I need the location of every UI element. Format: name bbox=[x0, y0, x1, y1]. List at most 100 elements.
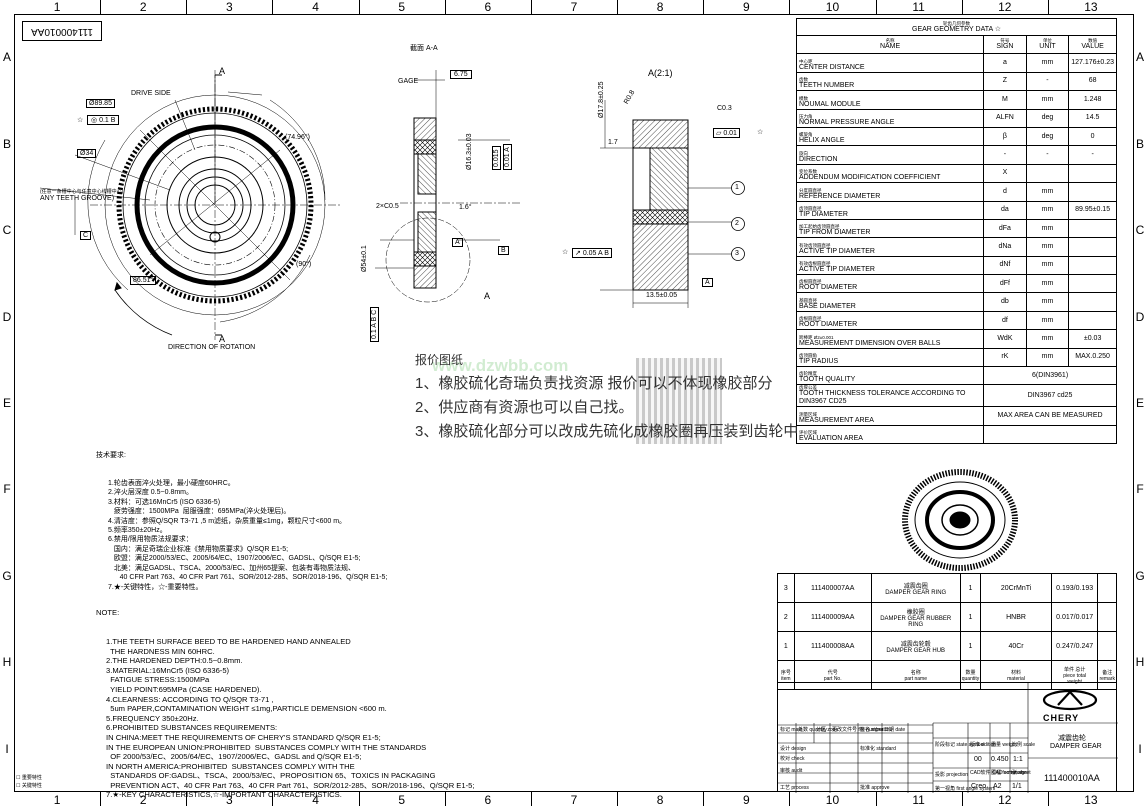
en-note-line: 1.THE TEETH SURFACE BEED TO BE HARDENED … bbox=[106, 636, 351, 646]
geo-head-sign-en: SIGN bbox=[996, 43, 1014, 51]
geo-cell-name-en: ACTIVE TIP DIAMETER bbox=[799, 247, 875, 255]
geo-wide-name-cn: 测量区域 bbox=[799, 411, 817, 417]
bom-head-name-en: part name bbox=[904, 675, 927, 682]
drawing-number: 111400010AA bbox=[1044, 773, 1100, 783]
tb-first-en: first angle system bbox=[956, 786, 996, 792]
grid-row-A-right: A bbox=[1135, 50, 1144, 65]
legend-key: ☐ 关键特性 bbox=[16, 783, 42, 789]
tb-first-cn: 第一视角 bbox=[935, 786, 956, 792]
bom-part-no: 111400009AA bbox=[793, 602, 872, 632]
grid-col-13-bottom: 13 bbox=[1084, 793, 1098, 807]
tb-cad-label: CAD软件 CAD software bbox=[970, 769, 1023, 776]
geo-cell-unit bbox=[1025, 163, 1070, 184]
cn-req-line: 2.淬火层深度 0.5~0.8mm。 bbox=[108, 489, 193, 497]
geo-cell-name-cn: 模数 bbox=[799, 95, 808, 101]
en-notes-title: NOTE: bbox=[96, 608, 120, 618]
quote-line-3: 3、橡胶硫化部分可以改成先硫化成橡胶圈再压装到齿轮中 bbox=[415, 423, 799, 440]
tb-sign-en: signature bbox=[871, 727, 892, 733]
grid-tick bbox=[444, 792, 446, 806]
section-detail-mark: A bbox=[484, 291, 491, 301]
grid-tick bbox=[875, 0, 877, 14]
grid-tick bbox=[272, 0, 274, 14]
quote-line-1: 1、橡胶硫化奇瑞负责找资源 报价可以不体现橡胶部分 bbox=[415, 375, 773, 392]
geo-cell-sign: db bbox=[983, 292, 1027, 312]
grid-col-11-bottom: 11 bbox=[912, 793, 925, 807]
tb-proj: 投影 projection bbox=[935, 771, 968, 778]
tb-zone-en: zone bbox=[827, 727, 839, 733]
bom-head-rem-en: remark bbox=[1099, 675, 1115, 682]
balloon-2: 2 bbox=[735, 220, 739, 227]
cn-req-line: 5.频率350±20Hz。 bbox=[108, 527, 167, 535]
cn-req-lines: 1.轮齿表面淬火处理，最小硬度60HRC。2.淬火层深度 0.5~0.8mm。3… bbox=[96, 479, 387, 592]
geo-cell-unit: deg bbox=[1025, 126, 1070, 147]
tb-cad: Creo bbox=[971, 783, 987, 790]
geo-cell-value bbox=[1068, 274, 1117, 294]
grid-tick bbox=[875, 792, 877, 806]
geo-wide-name-en: EVALUATION AREA bbox=[799, 435, 863, 443]
tb-process-en: process bbox=[791, 785, 809, 791]
part-name-en: DAMPER GEAR bbox=[1050, 743, 1102, 750]
en-note-line: 2.THE HARDENED DEPTH:0.5~0.8mm. bbox=[106, 656, 243, 666]
geo-cell-name-cn: 齿顶圆直径 bbox=[799, 205, 822, 211]
tb-audit-cn: 审核 bbox=[780, 768, 791, 774]
drive-side-label: DRIVE SIDE bbox=[131, 90, 171, 97]
grid-row-I-left: I bbox=[5, 741, 9, 756]
tb-check-en: check bbox=[791, 756, 805, 762]
geo-cell-sign: - bbox=[983, 145, 1027, 165]
dim-17: 1.7 bbox=[608, 139, 618, 146]
grid-tick bbox=[789, 0, 791, 14]
isometric-gear-image bbox=[902, 469, 1018, 571]
bom-head-wt-cn: 单件 总计 bbox=[1063, 666, 1086, 673]
geo-cell-value bbox=[1068, 292, 1117, 312]
tb-design-en: design bbox=[791, 746, 807, 752]
bom-name-cn: 减震齿轮毂 bbox=[900, 641, 931, 648]
cn-req-line: 3.材料：可选16MnCr5 (ISO 6336-5) bbox=[108, 498, 221, 506]
tb-design: 设计 design bbox=[780, 745, 806, 752]
width-dim: 13.5±0.05 bbox=[646, 292, 678, 299]
angle-90: (90°) bbox=[296, 261, 312, 268]
geo-cell-sign: d bbox=[983, 182, 1027, 202]
dia-17-8: Ø17.8±0.25 bbox=[598, 81, 605, 118]
geo-cell-sign: dFf bbox=[983, 274, 1027, 294]
tb-mark: 标记 mark bbox=[780, 726, 803, 733]
en-note-line: YIELD POINT:695MPa (CASE HARDENED). bbox=[106, 684, 262, 694]
en-note-line: THE HARDNESS MIN 60HRC. bbox=[106, 646, 215, 656]
geo-cell-value bbox=[1068, 237, 1117, 257]
en-note-line: IN THE EUROPEAN UNION:PROHIBITED SUBSTAN… bbox=[106, 742, 427, 752]
grid-tick bbox=[703, 792, 705, 806]
tb-state-en: state symbol bbox=[956, 742, 985, 748]
grid-row-E-left: E bbox=[2, 396, 11, 410]
grid-col-6-top: 6 bbox=[484, 0, 492, 14]
geo-cell-name-cn: 齿根圆直径 bbox=[799, 316, 822, 322]
detail-view bbox=[600, 100, 745, 308]
geo-cell-value: 14.5 bbox=[1068, 108, 1117, 128]
grid-tick bbox=[1047, 0, 1049, 14]
tb-sheet-label: 张 sheet bbox=[1012, 769, 1031, 776]
flatness-value: 0.01 bbox=[723, 130, 737, 137]
geo-cell-name-cn: 分度圆直径 bbox=[799, 187, 822, 193]
star-icon: ☆ bbox=[757, 129, 764, 136]
tb-check-cn: 校对 bbox=[780, 756, 791, 762]
bom-name-en: DAMPER GEAR RUBBER RING bbox=[880, 615, 952, 628]
cn-req-line: 6.禁用/限用物质法规要求： bbox=[108, 536, 193, 544]
tb-edition: 00 bbox=[974, 756, 982, 763]
geo-wide-name-en: MEASUREMENT AREA bbox=[799, 416, 874, 424]
legend-key-label: 关键特性 bbox=[21, 783, 42, 789]
bom-no: 3 bbox=[777, 573, 795, 603]
star-icon: ☆ bbox=[77, 117, 84, 124]
grid-row-F-left: F bbox=[3, 482, 11, 497]
